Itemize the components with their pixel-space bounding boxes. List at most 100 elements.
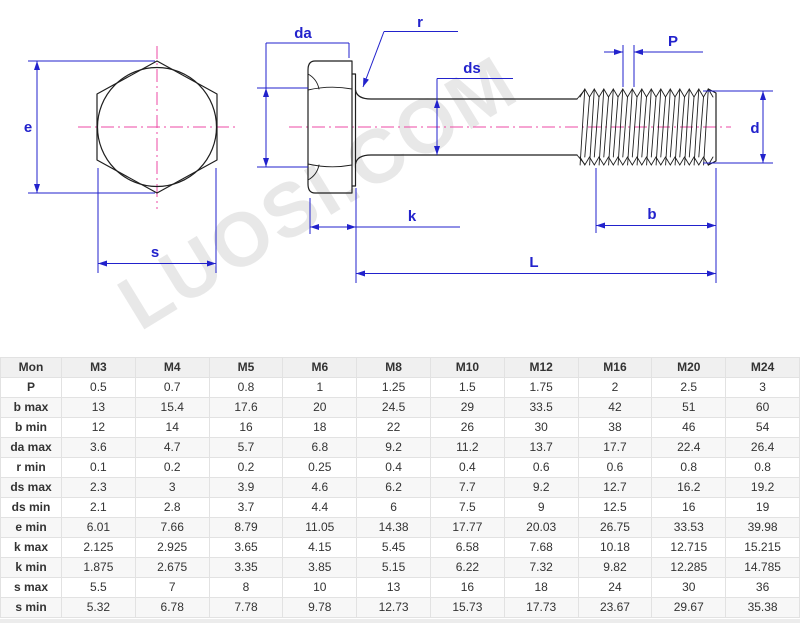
value-cell: 22: [356, 417, 431, 438]
column-header: M12: [503, 357, 579, 378]
value-cell: 0.6: [577, 457, 653, 478]
value-cell: 15.215: [725, 537, 800, 558]
value-cell: 9.82: [577, 557, 653, 578]
value-cell: 14.38: [356, 517, 431, 538]
value-cell: 30: [503, 417, 579, 438]
washer-face: [351, 73, 357, 187]
row-label-header: Mon: [0, 357, 62, 378]
value-cell: 29: [429, 397, 505, 418]
value-cell: 5.45: [356, 537, 431, 558]
label-k: k: [408, 208, 417, 225]
value-cell: 24: [577, 577, 653, 598]
dimension-p: P: [604, 33, 703, 87]
value-cell: 12: [61, 417, 136, 438]
value-cell: 6.01: [61, 517, 136, 538]
value-cell: 6.8: [282, 437, 358, 458]
row-label: ds max: [0, 477, 62, 498]
value-cell: 3.6: [61, 437, 136, 458]
value-cell: 6.78: [134, 597, 210, 618]
value-cell: 16.2: [651, 477, 727, 498]
value-cell: 7: [134, 577, 210, 598]
shank: [354, 89, 578, 100]
value-cell: 60: [725, 397, 800, 418]
value-cell: 12.285: [651, 557, 727, 578]
row-label: k max: [0, 537, 62, 558]
row-label: s max: [0, 577, 62, 598]
column-header: M16: [577, 357, 653, 378]
value-cell: 17.6: [208, 397, 284, 418]
column-header: M6: [282, 357, 358, 378]
value-cell: 3: [725, 377, 800, 398]
value-cell: 51: [651, 397, 727, 418]
value-cell: 26: [429, 417, 505, 438]
row-label: k min: [0, 557, 62, 578]
value-cell: 7.32: [503, 557, 579, 578]
value-cell: 19: [725, 497, 800, 518]
value-cell: 6.58: [429, 537, 505, 558]
value-cell: 6: [356, 497, 431, 518]
value-cell: 2.675: [134, 557, 210, 578]
value-cell: 5.32: [61, 597, 136, 618]
row-label: e min: [0, 517, 62, 538]
value-cell: 7.68: [503, 537, 579, 558]
value-cell: 17.7: [577, 437, 653, 458]
value-cell: 1.75: [503, 377, 579, 398]
column-header: M8: [356, 357, 431, 378]
value-cell: 7.5: [429, 497, 505, 518]
dimension-b: b: [595, 168, 717, 283]
value-cell: 7.78: [208, 597, 284, 618]
value-cell: 19.2: [725, 477, 800, 498]
value-cell: 0.6: [503, 457, 579, 478]
column-header: M5: [208, 357, 284, 378]
thread-top-crest: [579, 88, 714, 98]
value-cell: 9.78: [282, 597, 358, 618]
value-cell: 1.875: [61, 557, 136, 578]
value-cell: 9.2: [503, 477, 579, 498]
value-cell: 17.73: [503, 597, 579, 618]
row-label: r min: [0, 457, 62, 478]
value-cell: 10.18: [577, 537, 653, 558]
value-cell: 2: [577, 377, 653, 398]
label-e: e: [24, 119, 32, 136]
column-header: M3: [61, 357, 136, 378]
value-cell: 2.125: [61, 537, 136, 558]
row-label: b max: [0, 397, 62, 418]
value-cell: 1: [282, 377, 358, 398]
value-cell: 20.03: [503, 517, 579, 538]
value-cell: 2.5: [651, 377, 727, 398]
value-cell: 16: [429, 577, 505, 598]
value-cell: 42: [577, 397, 653, 418]
row-label: P: [0, 377, 62, 398]
value-cell: 0.4: [429, 457, 505, 478]
value-cell: 13: [61, 397, 136, 418]
label-ds: ds: [463, 60, 481, 77]
value-cell: 46: [651, 417, 727, 438]
value-cell: 16: [208, 417, 284, 438]
value-cell: 20: [282, 397, 358, 418]
value-cell: 4.4: [282, 497, 358, 518]
thread-flanks: [579, 88, 709, 166]
column-header: M20: [651, 357, 727, 378]
thread-bottom-crest: [579, 156, 714, 166]
value-cell: 3.35: [208, 557, 284, 578]
value-cell: 1.5: [429, 377, 505, 398]
bolt-technical-drawing: LUOSI.COM e s: [24, 14, 773, 346]
value-cell: 12.715: [651, 537, 727, 558]
label-da: da: [294, 25, 312, 42]
value-cell: 14: [134, 417, 210, 438]
dimension-e: e: [24, 60, 155, 194]
value-cell: 23.67: [577, 597, 653, 618]
row-label: s min: [0, 597, 62, 618]
value-cell: 54: [725, 417, 800, 438]
